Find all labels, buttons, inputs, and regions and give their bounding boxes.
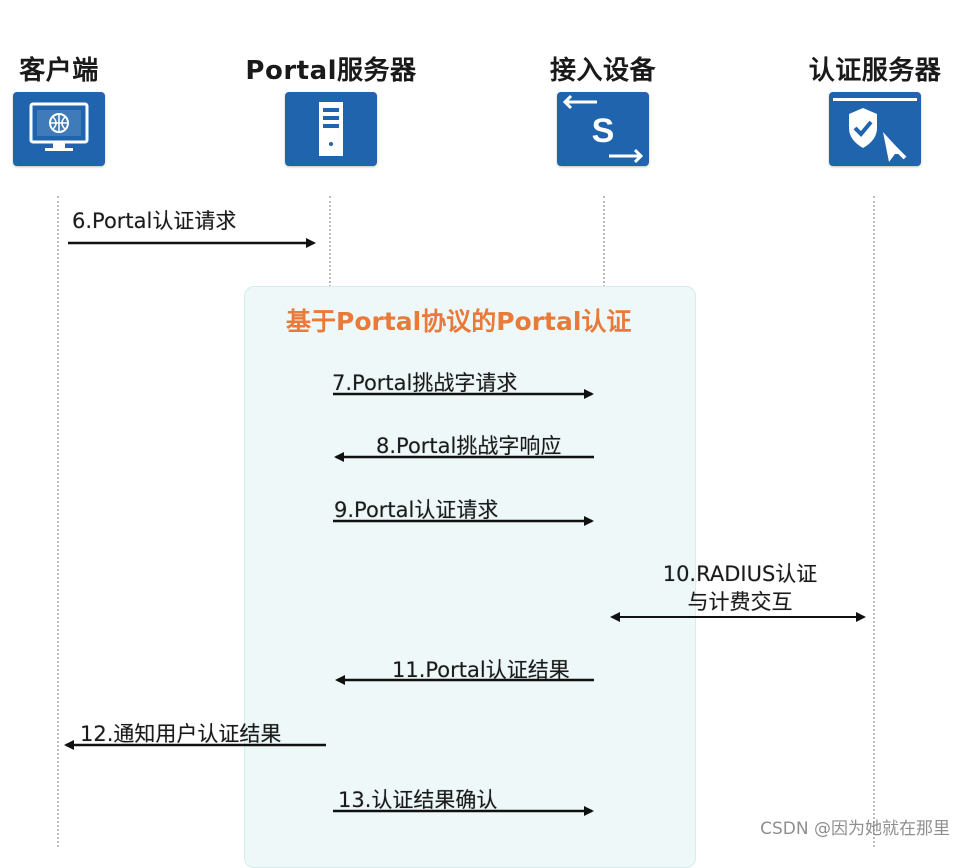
message-9-label: 9.Portal认证请求 [334,498,499,522]
computer-icon [13,92,105,166]
message-arrows [64,238,866,816]
message-8-label: 8.Portal挑战字响应 [376,434,562,458]
switch-icon: S [557,92,649,166]
actor-label-auth-server: 认证服务器 [808,56,942,86]
actor-label-client: 客户端 [19,56,99,86]
message-7-label: 7.Portal挑战字请求 [332,371,518,395]
group-title: 基于Portal协议的Portal认证 [286,307,632,336]
lifeline-client [57,196,59,847]
message-10-label-line1: 10.RADIUS认证 [662,562,818,586]
portal-protocol-group [244,286,696,868]
lifeline-auth-server [873,196,875,847]
message-10-label: 10.RADIUS认证 与计费交互 [652,560,828,616]
message-13-label: 13.认证结果确认 [338,788,498,812]
actor-label-access-device: 接入设备 [549,56,657,86]
message-11-label: 11.Portal认证结果 [392,658,570,682]
auth-shield-icon [829,92,921,166]
actor-label-portal-server: Portal服务器 [245,56,417,86]
message-10-label-line2: 与计费交互 [687,590,793,614]
server-icon [285,92,377,166]
message-12-label: 12.通知用户认证结果 [80,722,282,746]
message-6-label: 6.Portal认证请求 [72,209,237,233]
svg-text:S: S [592,112,615,150]
watermark: CSDN @因为她就在那里 [760,819,950,839]
